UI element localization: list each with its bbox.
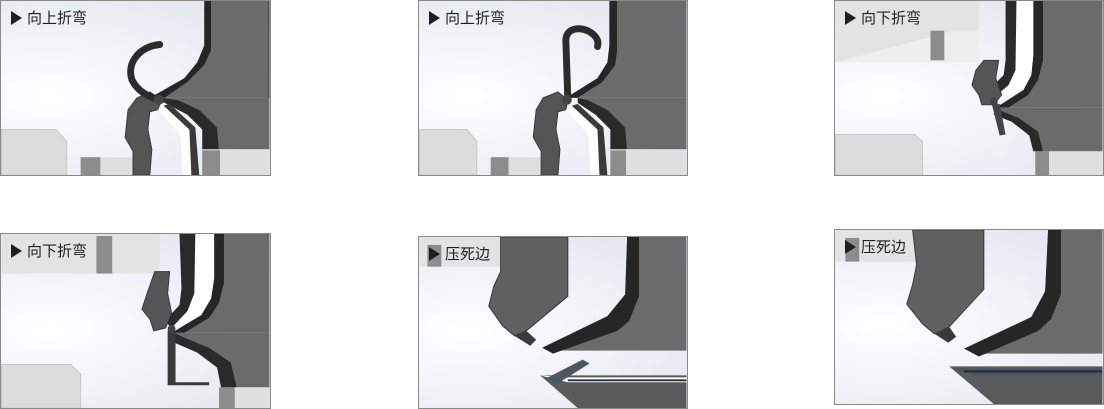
- caption-text: 压死边: [861, 238, 907, 256]
- caption-text: 压死边: [445, 245, 491, 263]
- panel-hem-1: 压死边: [418, 236, 688, 409]
- panel-caption: 向上折弯: [429, 9, 505, 27]
- panel-caption: 压死边: [845, 238, 906, 256]
- panel-caption: 向下折弯: [11, 242, 87, 260]
- play-arrow-icon: [11, 244, 22, 258]
- panel-up-bend-2: 向上折弯: [418, 0, 688, 176]
- caption-text: 向上折弯: [445, 9, 506, 27]
- panel-caption: 向下折弯: [845, 9, 921, 27]
- panel-up-bend-1: 向上折弯: [0, 0, 271, 176]
- play-arrow-icon: [845, 240, 856, 254]
- bending-diagram: [835, 1, 1103, 175]
- hemming-diagram: [419, 237, 687, 408]
- panel-caption: 压死边: [429, 245, 490, 263]
- play-arrow-icon: [429, 247, 440, 261]
- panel-down-bend-2: 向下折弯: [0, 233, 271, 409]
- bending-diagram: [419, 1, 687, 175]
- panel-down-bend-1: 向下折弯: [834, 0, 1104, 176]
- bending-diagram: [1, 234, 270, 408]
- bending-diagram: [1, 1, 270, 175]
- caption-text: 向下折弯: [861, 9, 922, 27]
- play-arrow-icon: [11, 11, 22, 25]
- hemming-diagram: [835, 230, 1103, 404]
- panel-caption: 向上折弯: [11, 9, 87, 27]
- caption-text: 向上折弯: [27, 9, 88, 27]
- play-arrow-icon: [429, 11, 440, 25]
- panel-hem-2: 压死边: [834, 229, 1104, 405]
- play-arrow-icon: [845, 11, 856, 25]
- caption-text: 向下折弯: [27, 242, 88, 260]
